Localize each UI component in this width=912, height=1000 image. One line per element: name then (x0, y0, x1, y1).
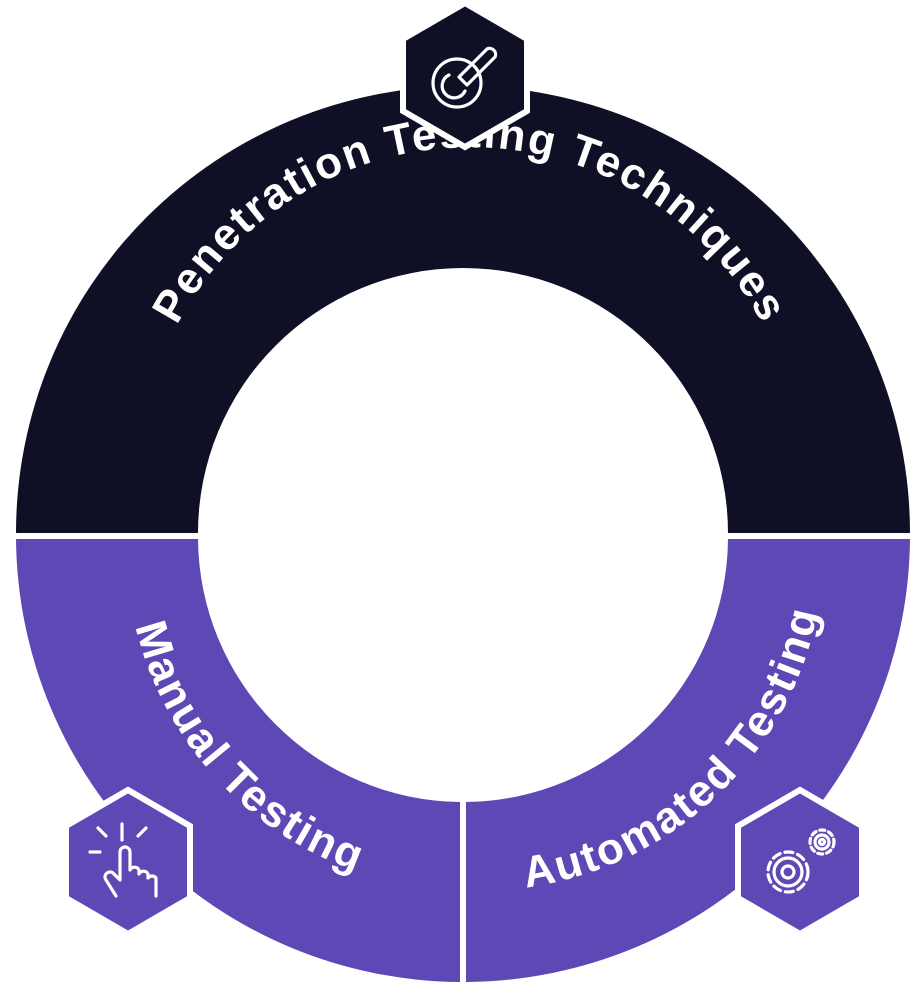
top-ring-segment (16, 86, 910, 533)
right-ring-segment (466, 539, 910, 982)
left-ring-segment (16, 539, 460, 982)
left-badge (63, 786, 193, 938)
tap-hand-icon (88, 822, 158, 898)
right-badge (735, 786, 865, 938)
top-badge (400, 0, 530, 151)
gears-icon (766, 828, 836, 894)
pick-tool-icon (431, 46, 498, 109)
